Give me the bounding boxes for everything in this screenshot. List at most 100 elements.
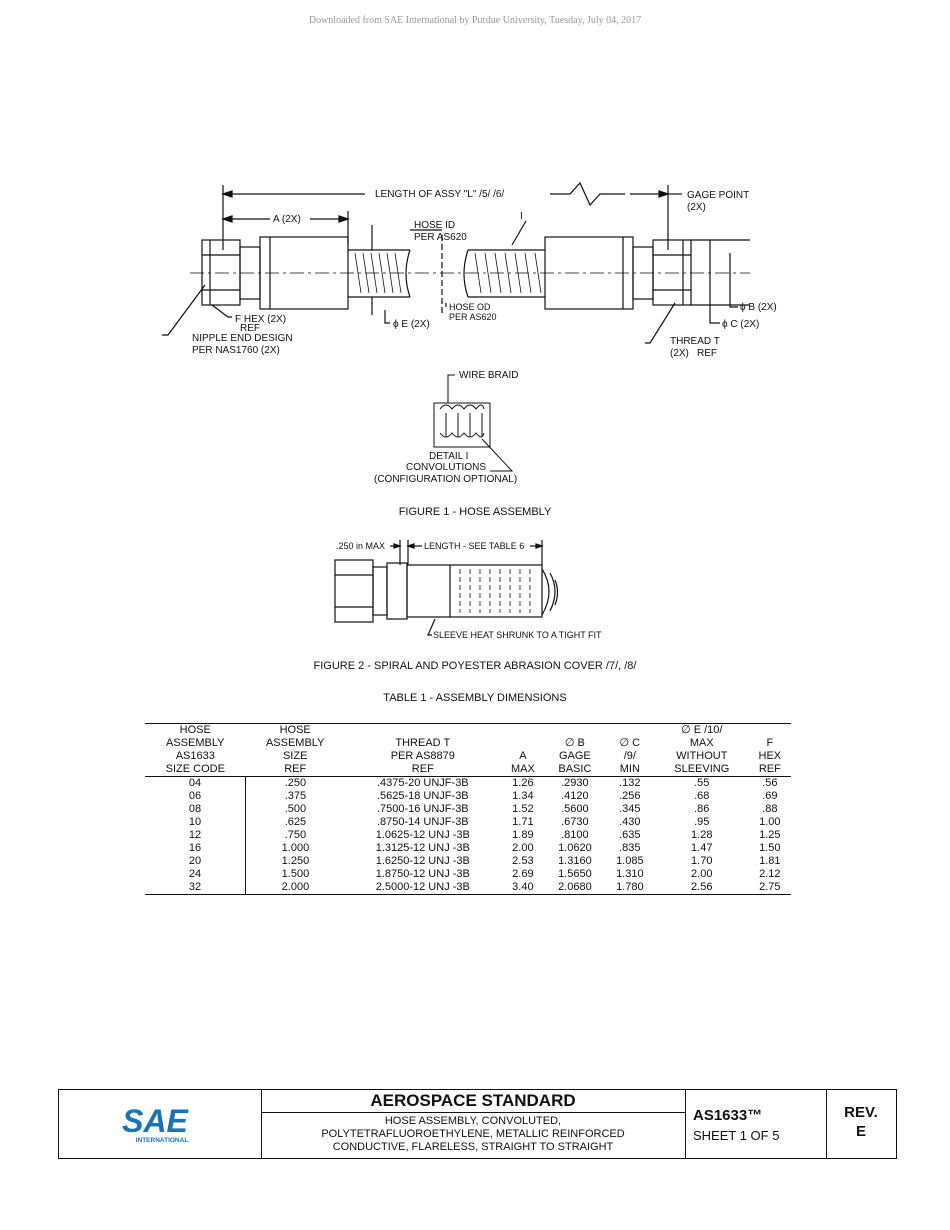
figure-2-caption: FIGURE 2 - SPIRAL AND POYESTER ABRASION … [313,660,637,672]
header-line: SIZE [282,750,308,762]
f-hex-ref-label: REF [240,323,260,334]
table-cell: .375 [245,790,345,803]
table-cell: .132 [619,777,641,789]
table-cell: .8750-14 UNJF-3B [376,816,469,828]
header-line: PER AS8879 [390,750,455,762]
header-line: ∅ C [619,737,641,749]
table-cell: .4375-20 UNJF-3B [376,777,469,789]
table-cell: 1.000 [245,842,345,855]
header-line: /9/ [623,750,636,762]
table-cell: 2.75 [759,881,781,893]
header-line: MAX [510,763,535,775]
max-length-label: .250 in MAX [336,541,385,551]
table-cell: 12 [188,829,202,841]
table-cell: .625 [245,816,345,829]
detail-i-label: DETAIL I [429,451,468,462]
table-cell: 1.81 [759,855,781,867]
table-cell: 2.12 [759,868,781,880]
wire-braid-label: WIRE BRAID [459,370,518,381]
thread-2x-label: (2X) [670,348,689,359]
table-cell: .5600 [561,803,589,815]
table-cell: 1.26 [512,777,534,789]
revision-cell: REV. E [826,1090,896,1158]
title-block: SAE INTERNATIONAL AEROSPACE STANDARD HOS… [58,1089,897,1159]
header-line: MAX [689,737,714,749]
header-line: THREAD T [395,737,451,749]
table-cell: .88 [762,803,778,815]
header-line: MIN [619,763,640,775]
table-cell: .500 [245,803,345,816]
table-cell: 08 [188,803,202,815]
table-cell: 04 [188,777,202,789]
table-cell: 2.00 [512,842,534,854]
hose-id-per-label: PER AS620 [414,232,467,243]
table-cell: 1.310 [616,868,644,880]
document-number: AS1633™ [693,1107,763,1124]
table-cell: 1.3125-12 UNJ -3B [375,842,470,854]
table-cell: .750 [245,829,345,842]
document-number-cell: AS1633™ SHEET 1 OF 5 [685,1090,827,1158]
figure-2-abrasion-cover-drawing: .250 in MAX LENGTH - SEE TABLE 6 SLEEVE … [334,540,602,640]
table-cell: .635 [619,829,641,841]
header-line: SIZE CODE [165,763,225,775]
header-line: ASSEMBLY [265,737,325,749]
sae-logo-text: SAE [122,1103,189,1139]
header-line: BASIC [558,763,592,775]
revision-label: REV. [844,1104,878,1121]
table-cell: 1.50 [759,842,781,854]
table-cell: 06 [188,790,202,802]
header-line: HOSE [279,724,311,736]
sheet-number: SHEET 1 OF 5 [693,1128,780,1143]
table-cell: .4120 [561,790,589,802]
description-line: HOSE ASSEMBLY, CONVOLUTED, [384,1115,562,1127]
table-cell: 1.5650 [558,868,592,880]
table-cell: .835 [619,842,641,854]
table-cell: .430 [619,816,641,828]
table-cell: .2930 [561,777,589,789]
table-cell: .69 [762,790,778,802]
table-cell: 1.28 [691,829,713,841]
configuration-optional-label: (CONFIGURATION OPTIONAL) [374,474,517,485]
hose-od-per-label: PER AS620 [449,312,497,322]
table-cell: .250 [245,776,345,790]
header-line: F [766,737,774,749]
convolutions-label: CONVOLUTIONS [406,462,486,473]
table-cell: 16 [188,842,202,854]
table-cell: 1.3160 [558,855,592,867]
header-line: GAGE [558,750,591,762]
hose-id-label: HOSE ID [414,220,455,231]
table-cell: 2.53 [512,855,534,867]
table-cell: 10 [188,816,202,828]
table-cell: 1.085 [616,855,644,867]
table-cell: 2.5000-12 UNJ -3B [375,881,470,893]
table-cell: .86 [694,803,710,815]
header-line: ASSEMBLY [166,737,225,749]
header-line: ∅ B [564,737,585,749]
table-cell: 2.56 [691,881,713,893]
header-line: AS1633 [175,750,215,762]
table-cell: 20 [188,855,202,867]
table-cell: 1.780 [616,881,644,893]
col-c-min: ∅ C/9/MIN [605,724,655,777]
e-dimension-label: ϕ E (2X) [393,319,430,330]
table-cell: 1.0625-12 UNJ -3B [375,829,470,841]
table-cell: .5625-18 UNJF-3B [376,790,469,802]
table-cell: 1.00 [759,816,781,828]
table-cell: .68 [694,790,710,802]
description-line: CONDUCTIVE, FLARELESS, STRAIGHT TO STRAI… [332,1141,614,1153]
b-dimension-label: ϕ B (2X) [740,302,777,313]
table-cell: 1.34 [512,790,534,802]
nipple-end-per-label: PER NAS1760 (2X) [192,345,280,356]
